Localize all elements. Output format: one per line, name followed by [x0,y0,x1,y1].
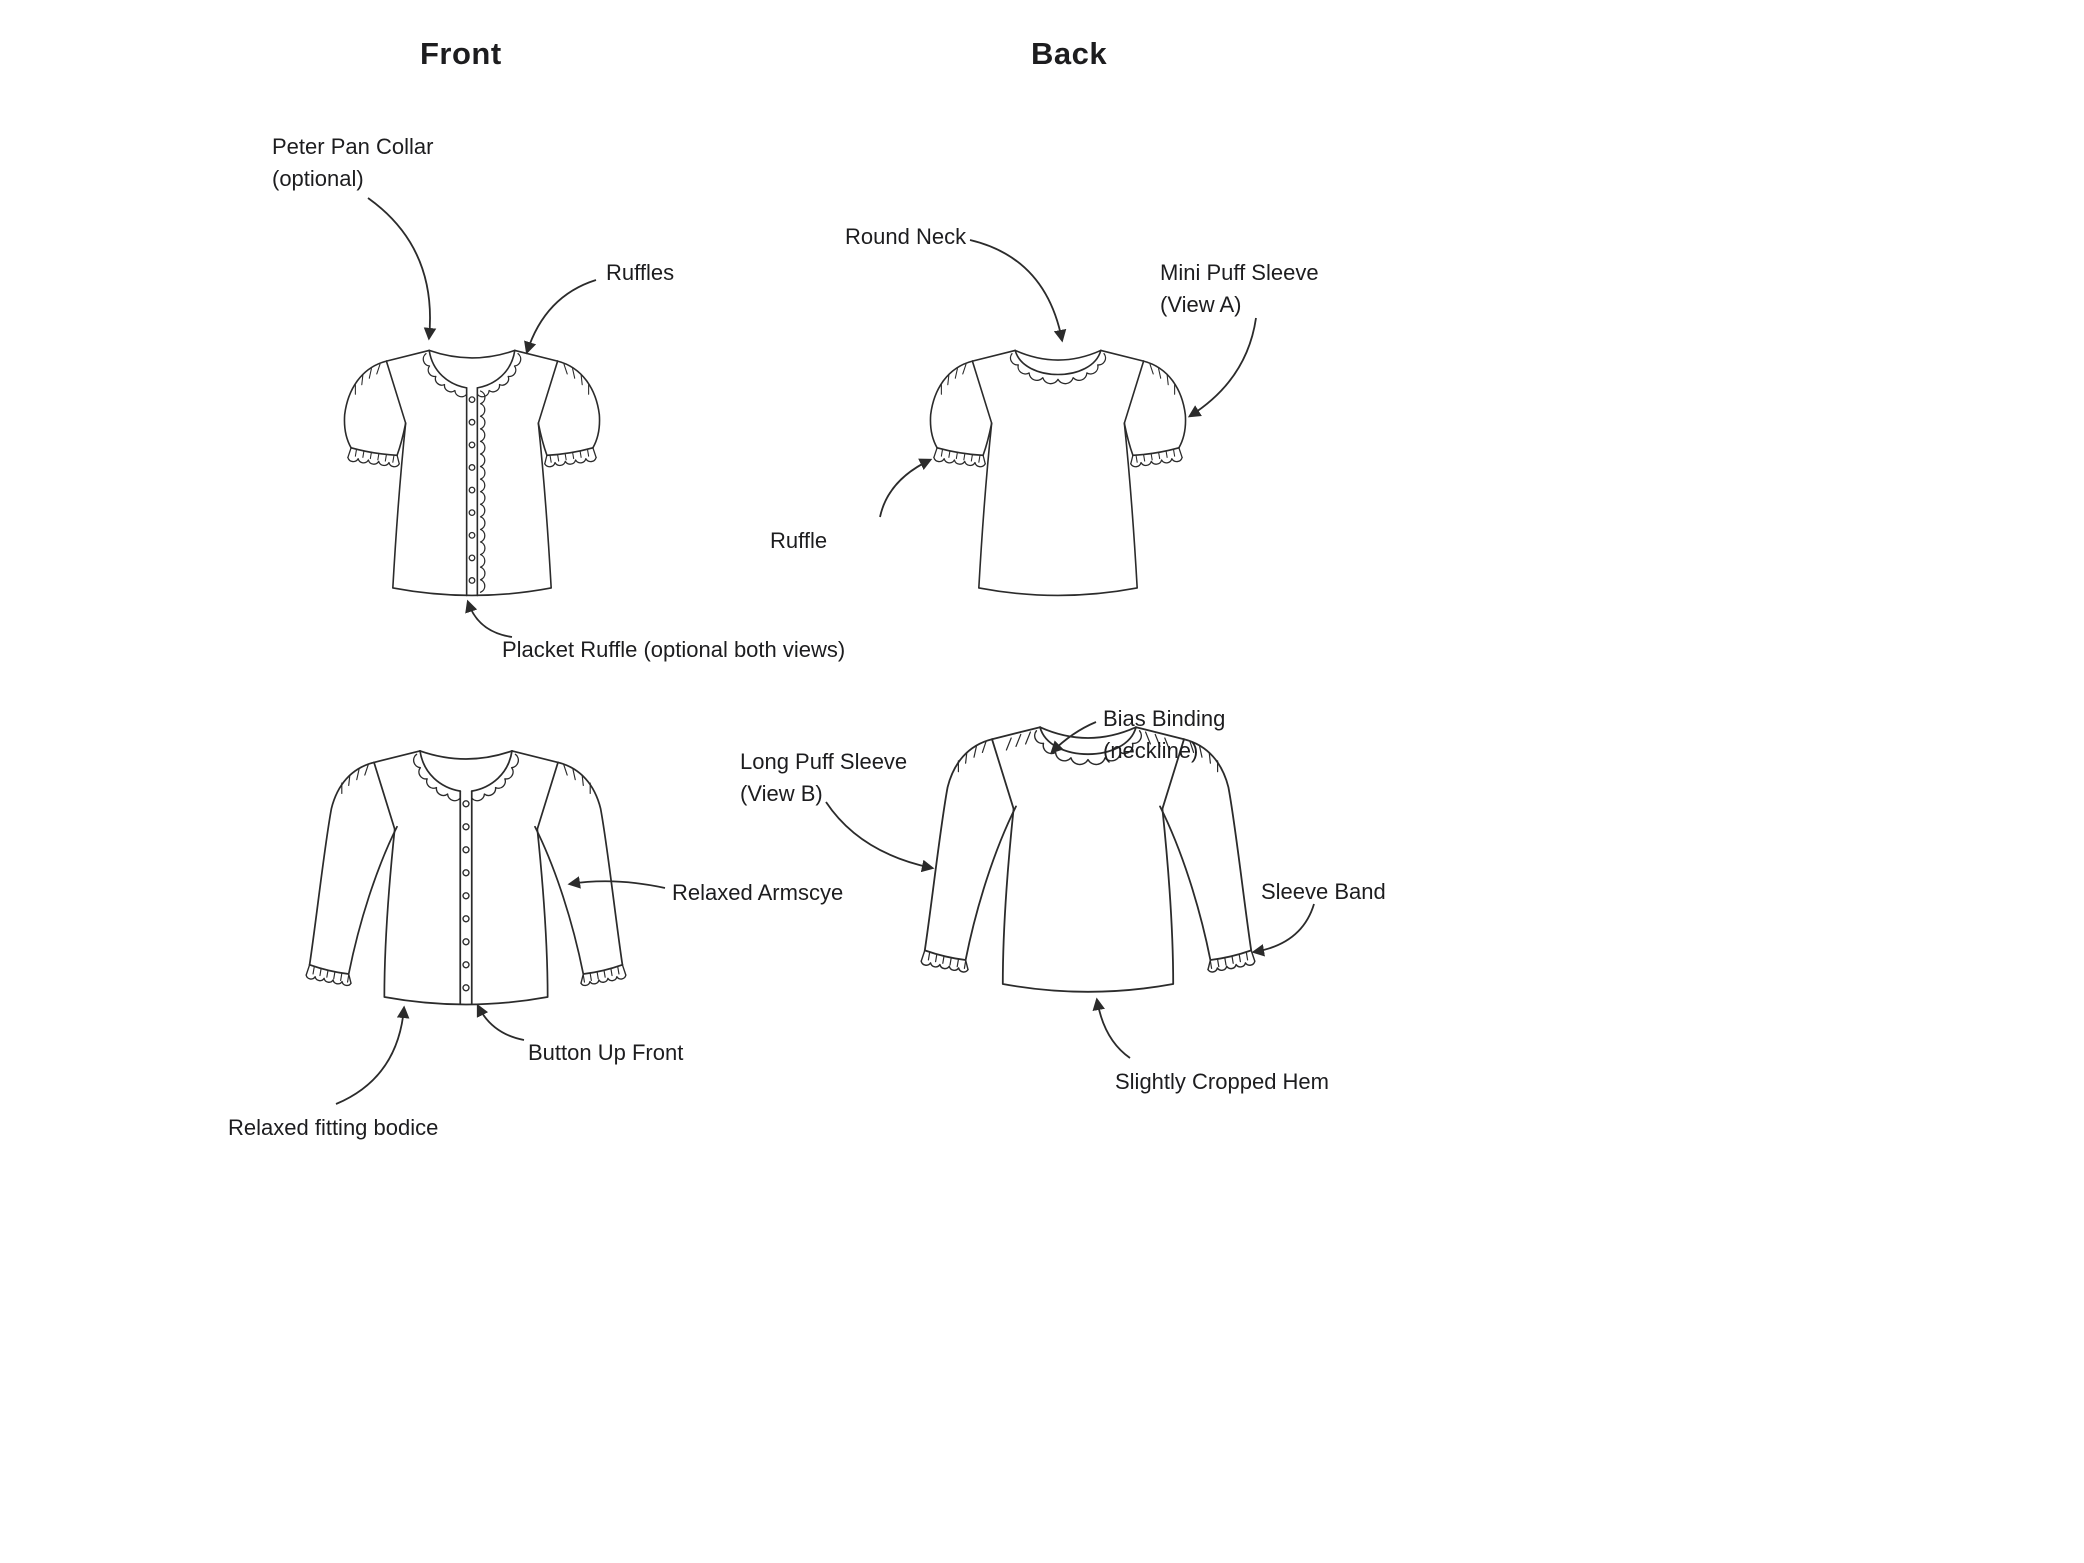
label-round-neck: Round Neck [845,224,967,249]
arrow-long-puff-sleeve [825,801,935,873]
front-view-heading: Front [420,36,502,71]
label-long-puff-sleeve: Long Puff Sleeve (View B) [740,749,908,806]
front-view-b-drawing [305,750,627,1006]
label-peter-pan-collar: Peter Pan Collar (optional) [272,134,434,191]
arrow-sleeve-band [1251,903,1315,957]
label-ruffles: Ruffles [606,260,675,285]
back-view-b-drawing [920,726,1256,993]
front-view-a-drawing [343,349,601,597]
arrow-placket-ruffle [465,599,513,638]
arrow-button-up-front [476,1003,525,1041]
back-view-a-drawing [929,349,1187,597]
arrow-ruffles [524,279,597,355]
right-sleeve [537,360,601,468]
label-mini-puff-sleeve: Mini Puff Sleeve (View A) [1160,260,1319,317]
right-sleeve [1123,360,1187,468]
label-relaxed-armscye: Relaxed Armscye [672,880,844,905]
annotation-arrows [335,197,1315,1105]
label-slightly-cropped-hem: Slightly Cropped Hem [1115,1069,1329,1094]
label-bias-binding: Bias Binding (neckline) [1103,706,1226,763]
label-ruffle: Ruffle [770,528,828,553]
arrow-relaxed-fitting-bodice [335,1005,410,1105]
arrow-relaxed-armscye [567,876,666,889]
back-view-heading: Back [1031,36,1108,71]
left-sleeve [305,761,398,987]
arrow-bias-binding [1050,721,1097,754]
arrow-slightly-cropped-hem [1092,997,1131,1059]
arrow-peter-pan-collar [367,197,437,341]
right-sleeve [534,761,627,987]
arrow-ruffle [879,458,933,518]
right-sleeve [1159,738,1256,973]
left-sleeve [920,738,1017,973]
label-button-up-front: Button Up Front [528,1040,684,1065]
label-sleeve-band: Sleeve Band [1261,879,1386,904]
left-sleeve [343,360,407,468]
arrow-mini-puff-sleeve [1187,317,1257,418]
label-placket-ruffle: Placket Ruffle (optional both views) [502,637,846,662]
label-relaxed-fitting-bodice: Relaxed fitting bodice [228,1115,439,1140]
left-sleeve [929,360,993,468]
arrow-round-neck [969,239,1067,343]
